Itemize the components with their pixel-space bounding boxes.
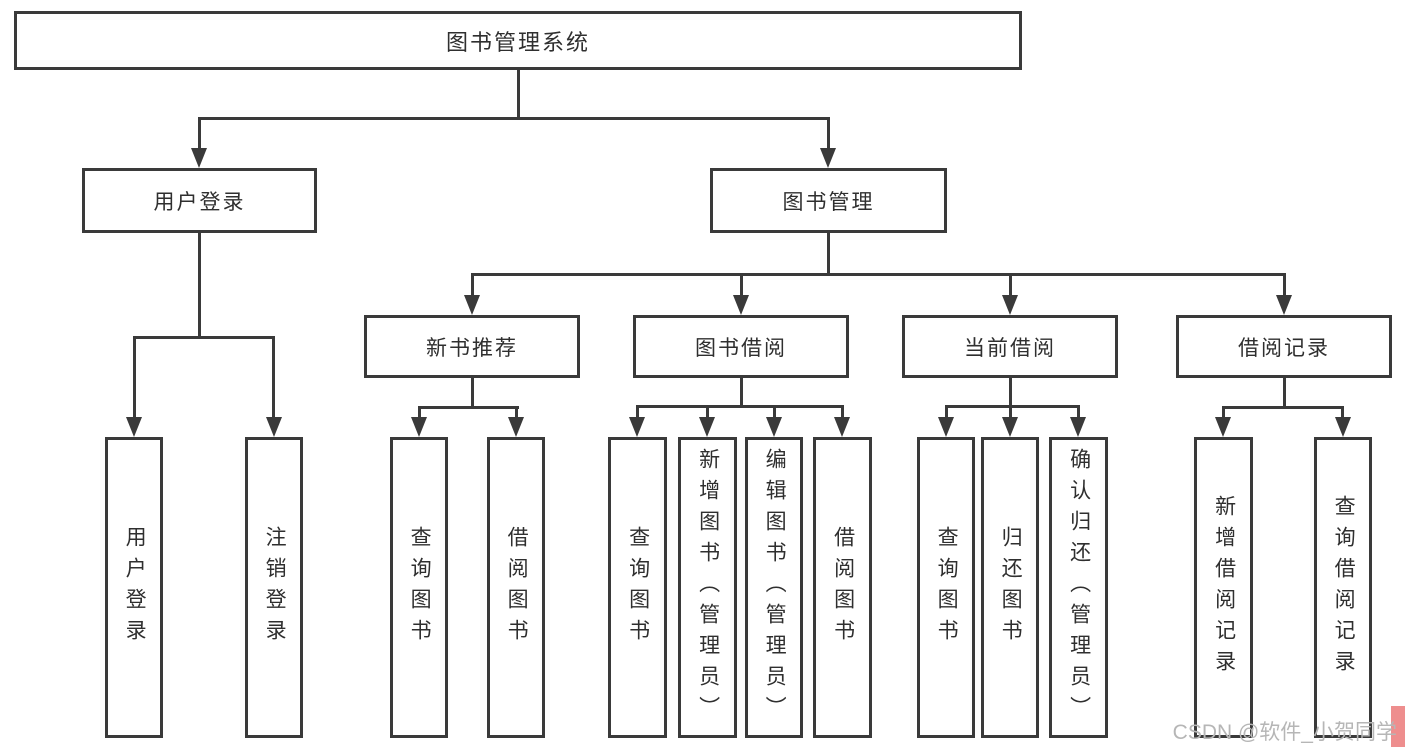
leaf-user-login: 用户登录 — [105, 437, 163, 738]
connector-line — [471, 273, 474, 296]
connector-line — [1009, 378, 1012, 408]
arrow-down-icon — [1002, 417, 1018, 437]
connector-line — [198, 117, 830, 120]
leaf-add-borrow-record: 新增借阅记录 — [1194, 437, 1253, 738]
node-label: 编辑图书（管理员） — [763, 448, 787, 727]
node-label: 查询图书 — [626, 525, 650, 650]
connector-line — [636, 405, 843, 408]
node-label: 图书管理 — [782, 190, 875, 214]
connector-line — [418, 406, 421, 419]
connector-line — [133, 336, 136, 419]
connector-line — [1283, 273, 1286, 296]
connector-line — [198, 117, 201, 150]
node-current-borrow: 当前借阅 — [902, 315, 1118, 378]
node-label: 新增借阅记录 — [1212, 494, 1236, 681]
node-label: 确认归还（管理员） — [1067, 448, 1091, 727]
arrow-down-icon — [629, 417, 645, 437]
node-book-borrow: 图书借阅 — [633, 315, 849, 378]
connector-line — [636, 405, 639, 419]
node-label: 查询借阅记录 — [1332, 494, 1356, 681]
node-user-login: 用户登录 — [82, 168, 317, 233]
node-label: 借阅图书 — [505, 525, 529, 650]
watermark: CSDN @软件_小贺同学 — [1172, 721, 1397, 744]
connector-line — [517, 70, 520, 118]
node-label: 借阅图书 — [831, 525, 855, 650]
arrow-down-icon — [1215, 417, 1231, 437]
leaf-return-books: 归还图书 — [981, 437, 1039, 738]
connector-line — [945, 405, 948, 419]
node-label: 新书推荐 — [426, 336, 518, 360]
node-label: 图书管理系统 — [445, 29, 590, 55]
arrow-down-icon — [834, 417, 850, 437]
node-new-book-recommend: 新书推荐 — [364, 315, 580, 378]
arrow-down-icon — [733, 295, 749, 315]
watermark-accent — [1391, 706, 1405, 747]
connector-line — [945, 405, 1079, 408]
node-label: 图书借阅 — [695, 336, 787, 360]
leaf-query-books-recommend: 查询图书 — [390, 437, 448, 738]
node-label: 查询图书 — [408, 525, 432, 650]
connector-line — [272, 336, 275, 419]
connector-line — [418, 406, 519, 409]
leaf-query-books-current: 查询图书 — [917, 437, 975, 738]
node-label: 归还图书 — [999, 525, 1023, 650]
arrow-down-icon — [126, 417, 142, 437]
arrow-down-icon — [1070, 417, 1086, 437]
connector-line — [740, 378, 743, 408]
node-label: 查询图书 — [935, 525, 959, 650]
leaf-add-books-admin: 新增图书（管理员） — [678, 437, 737, 738]
connector-line — [827, 233, 830, 275]
arrow-down-icon — [1276, 295, 1292, 315]
node-label: 当前借阅 — [964, 336, 1056, 360]
connector-line — [740, 273, 743, 296]
connector-line — [1009, 405, 1012, 419]
node-label: 用户登录 — [153, 190, 246, 214]
connector-line — [841, 405, 844, 419]
arrow-down-icon — [938, 417, 954, 437]
node-label: 注销登录 — [263, 525, 287, 650]
leaf-borrow-books-recommend: 借阅图书 — [487, 437, 545, 738]
connector-line — [773, 405, 776, 419]
arrow-down-icon — [508, 417, 524, 437]
arrow-down-icon — [820, 148, 836, 168]
node-label: 用户登录 — [123, 525, 147, 650]
connector-line — [1222, 406, 1225, 419]
node-book-management: 图书管理 — [710, 168, 947, 233]
arrow-down-icon — [411, 417, 427, 437]
connector-line — [706, 405, 709, 419]
arrow-down-icon — [1002, 295, 1018, 315]
leaf-edit-books-admin: 编辑图书（管理员） — [745, 437, 803, 738]
leaf-query-borrow-record: 查询借阅记录 — [1314, 437, 1372, 738]
arrow-down-icon — [699, 417, 715, 437]
leaf-confirm-return-admin: 确认归还（管理员） — [1049, 437, 1108, 738]
leaf-query-books-borrow: 查询图书 — [608, 437, 667, 738]
connector-line — [515, 406, 518, 419]
connector-line — [471, 378, 474, 409]
connector-line — [198, 233, 201, 338]
connector-line — [827, 117, 830, 150]
arrow-down-icon — [191, 148, 207, 168]
connector-line — [1077, 405, 1080, 419]
node-label: 新增图书（管理员） — [696, 448, 720, 727]
node-borrow-records: 借阅记录 — [1176, 315, 1392, 378]
arrow-down-icon — [464, 295, 480, 315]
leaf-borrow-books: 借阅图书 — [813, 437, 872, 738]
connector-line — [471, 273, 1286, 276]
connector-line — [1009, 273, 1012, 296]
arrow-down-icon — [1335, 417, 1351, 437]
arrow-down-icon — [266, 417, 282, 437]
node-library-system: 图书管理系统 — [14, 11, 1022, 70]
connector-line — [1341, 406, 1344, 419]
node-label: 借阅记录 — [1238, 336, 1330, 360]
connector-line — [1222, 406, 1344, 409]
connector-line — [1283, 378, 1286, 409]
connector-line — [133, 336, 275, 339]
arrow-down-icon — [766, 417, 782, 437]
leaf-logout: 注销登录 — [245, 437, 303, 738]
